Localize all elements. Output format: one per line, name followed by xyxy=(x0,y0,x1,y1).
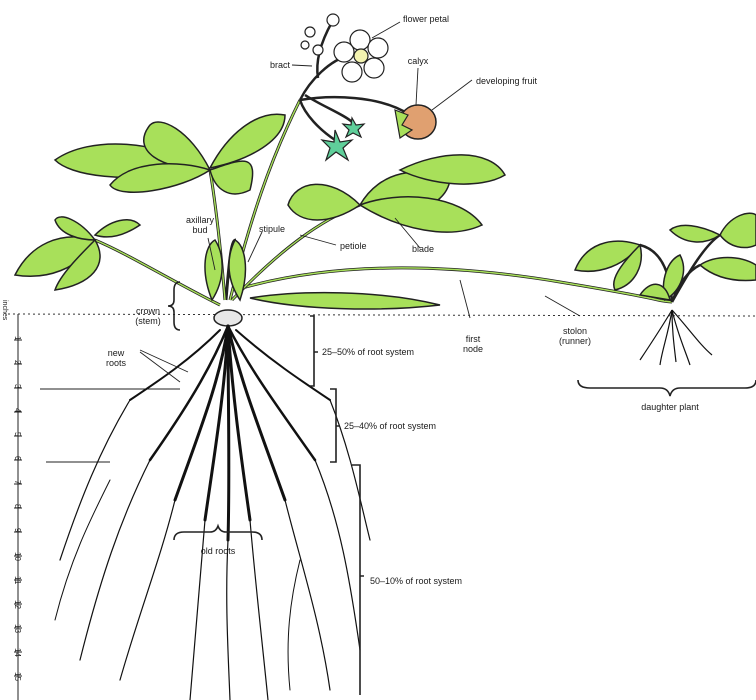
leaf-upper-left xyxy=(55,114,285,194)
ruler-tick: 12 xyxy=(13,600,22,609)
ruler-tick: 14 xyxy=(13,648,22,657)
leaf-near-stolon xyxy=(250,293,440,309)
ruler-tick: 8 xyxy=(13,504,22,508)
soil-line xyxy=(8,314,756,316)
label-daughter-plant: daughter plant xyxy=(620,402,720,412)
label-petiole: petiole xyxy=(340,241,367,251)
ruler-tick: 2 xyxy=(13,360,22,364)
label-axillary-bud: axillary bud xyxy=(180,215,220,235)
ruler-tick: 6 xyxy=(13,456,22,460)
flower xyxy=(334,30,388,82)
label-bract: bract xyxy=(250,60,290,70)
flower-buds xyxy=(301,14,339,55)
ruler-tick: 9 xyxy=(13,528,22,532)
ruler-tick: 4 xyxy=(13,408,22,412)
ruler-tick: 7 xyxy=(13,480,22,484)
calyx-stars xyxy=(322,118,364,160)
ruler-tick: 15 xyxy=(13,672,22,681)
label-developing-fruit: developing fruit xyxy=(476,76,537,86)
main-roots xyxy=(55,326,370,700)
ruler-unit: inches xyxy=(1,300,8,320)
ruler-tick: 3 xyxy=(13,384,22,388)
ruler-tick: 10 xyxy=(13,552,22,561)
label-first-node: first node xyxy=(456,334,490,354)
ruler-tick: 11 xyxy=(13,576,22,584)
ruler-tick: 1 xyxy=(13,336,22,340)
ruler-tick: 13 xyxy=(13,624,22,633)
label-new-roots: new roots xyxy=(96,348,136,368)
label-crown: crown (stem) xyxy=(130,306,166,326)
label-blade: blade xyxy=(412,244,434,254)
label-old-roots: old roots xyxy=(180,546,256,556)
crown xyxy=(214,310,242,326)
label-calyx: calyx xyxy=(400,56,436,66)
label-flower-petal: flower petal xyxy=(403,14,449,24)
label-stipule: stipule xyxy=(252,224,292,234)
label-root-pct-2: 25–40% of root system xyxy=(344,421,436,431)
label-stolon: stolon (runner) xyxy=(550,326,600,346)
label-root-pct-1: 25–50% of root system xyxy=(322,347,414,357)
ruler-tick: 5 xyxy=(13,432,22,436)
label-root-pct-3: 50–10% of root system xyxy=(370,576,462,586)
